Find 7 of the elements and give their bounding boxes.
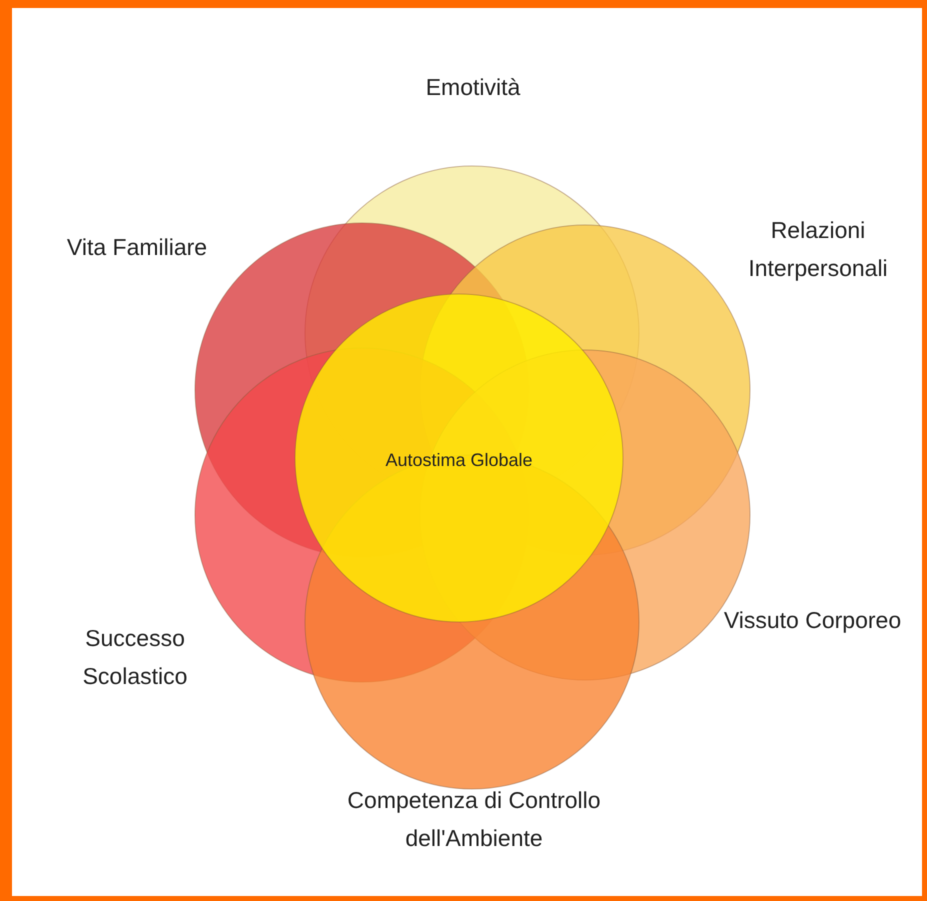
circle-label: Emotività xyxy=(424,73,522,102)
circle-label: Successo Scolastico xyxy=(82,624,188,691)
circle-label: Competenza di Controllo dell'Ambiente xyxy=(346,786,602,853)
circle-label: Vissuto Corporeo xyxy=(722,606,902,635)
circle-label: Autostima Globale xyxy=(384,449,534,472)
circle-label: Vita Familiare xyxy=(66,233,208,262)
circle-label: Relazioni Interpersonali xyxy=(747,216,889,283)
